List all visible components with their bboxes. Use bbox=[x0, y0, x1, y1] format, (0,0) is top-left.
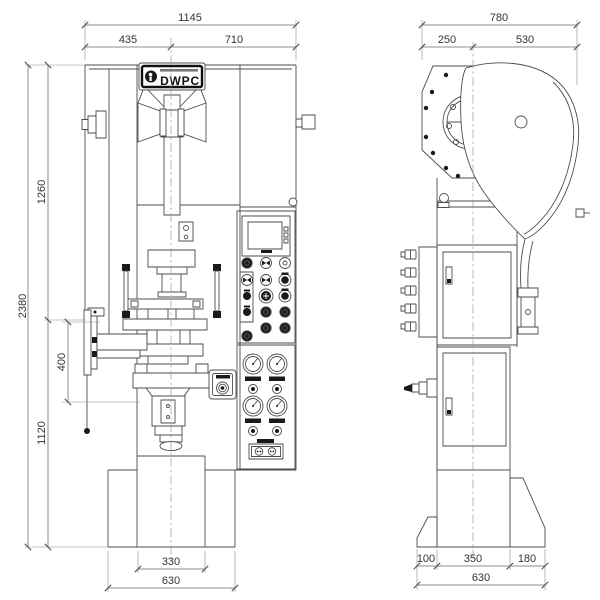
selector-switch bbox=[242, 275, 253, 286]
dim-front-feed-height: 400 bbox=[56, 353, 68, 371]
power-outlet bbox=[249, 444, 283, 459]
guide-rod-left bbox=[122, 264, 130, 318]
outlet-label bbox=[257, 439, 274, 443]
cushion-assembly bbox=[152, 396, 185, 426]
feed-mechanism bbox=[84, 308, 147, 434]
plate-button bbox=[243, 305, 251, 316]
logo-brand-text: DWPC bbox=[160, 74, 200, 88]
cabinet-door-lower bbox=[443, 353, 506, 446]
cabinet-upper bbox=[437, 245, 517, 345]
door-handle-lower bbox=[446, 398, 452, 415]
control-panel-upper bbox=[237, 211, 295, 343]
push-button bbox=[261, 323, 271, 333]
pressure-gauge bbox=[267, 396, 287, 416]
touch-display bbox=[242, 216, 290, 256]
side-body bbox=[401, 178, 545, 547]
dim-side-top-total: 780 bbox=[490, 12, 508, 24]
gauge-label bbox=[245, 418, 261, 423]
push-button bbox=[280, 307, 290, 317]
side-dimensions: 780 250 530 100 350 180 630 bbox=[417, 12, 577, 590]
front-view: DWPC 1145 435 710 2380 1260 1120 bbox=[17, 12, 315, 592]
dim-front-top-left: 435 bbox=[119, 34, 137, 46]
foot-right bbox=[510, 478, 545, 547]
guide-rod-right bbox=[213, 264, 221, 318]
dim-front-base-inner: 330 bbox=[162, 556, 180, 568]
die-stack bbox=[123, 222, 210, 451]
push-button bbox=[261, 307, 271, 317]
selector-switch bbox=[261, 258, 272, 269]
dim-front-height-upper: 1260 bbox=[36, 180, 48, 204]
display-screen bbox=[248, 222, 282, 249]
regulator-knob bbox=[273, 427, 282, 436]
push-button bbox=[280, 323, 290, 333]
valve-fitting bbox=[404, 379, 437, 397]
hose-connector bbox=[401, 322, 416, 331]
dim-front-base-outer: 630 bbox=[162, 575, 180, 587]
bolster-plate bbox=[133, 373, 210, 388]
emergency-knob bbox=[259, 289, 273, 303]
plate-button bbox=[243, 289, 251, 300]
side-base bbox=[417, 470, 545, 547]
gauge-label bbox=[269, 376, 285, 381]
cover-bolt bbox=[576, 209, 590, 217]
inching-knob-panel bbox=[209, 370, 236, 399]
dim-front-top-right: 710 bbox=[225, 34, 243, 46]
hose-connector bbox=[401, 250, 416, 259]
counter-box bbox=[179, 222, 193, 241]
lower-die-plate bbox=[123, 319, 207, 330]
front-dimensions: 1145 435 710 2380 1260 1120 400 330 bbox=[17, 12, 296, 592]
regulator-knob bbox=[249, 427, 258, 436]
cover-center-cap bbox=[515, 116, 527, 128]
indicator-ring bbox=[280, 258, 291, 269]
right-pulley-cone bbox=[184, 103, 206, 142]
pressure-gauge bbox=[267, 354, 287, 374]
dim-side-base-front: 100 bbox=[417, 553, 435, 565]
pressure-gauge bbox=[243, 354, 263, 374]
gauge-label bbox=[245, 376, 261, 381]
logo-small-text bbox=[160, 69, 198, 72]
dim-side-top-rear: 530 bbox=[516, 34, 534, 46]
cabinet-lower bbox=[437, 347, 510, 470]
push-button bbox=[242, 331, 252, 341]
pressure-gauge bbox=[243, 396, 263, 416]
push-button-ringed bbox=[279, 272, 291, 287]
cabinet-door-upper bbox=[443, 252, 511, 338]
door-handle-upper bbox=[446, 267, 452, 284]
push-button bbox=[242, 258, 252, 268]
push-button-ringed bbox=[279, 288, 291, 303]
eyebolt-front bbox=[289, 198, 297, 206]
dim-side-top-front: 250 bbox=[438, 34, 456, 46]
hose-connector bbox=[401, 304, 416, 313]
crankshaft-end-front bbox=[82, 111, 106, 138]
eyebolt-side bbox=[438, 194, 449, 208]
dim-side-base-outer: 630 bbox=[472, 572, 490, 584]
control-panel-lower bbox=[237, 345, 295, 469]
ram bbox=[148, 250, 195, 267]
foot-left bbox=[417, 517, 437, 547]
regulator-knob bbox=[273, 385, 282, 394]
flywheel-cover bbox=[461, 63, 590, 239]
dwpc-logo-plate: DWPC bbox=[139, 63, 205, 90]
upper-die-plate bbox=[125, 299, 203, 309]
dim-front-height-lower: 1120 bbox=[36, 421, 48, 445]
connector-panel bbox=[401, 247, 437, 337]
side-connector-box bbox=[296, 115, 315, 129]
gauge-label bbox=[269, 418, 285, 423]
punch-holder bbox=[162, 274, 181, 292]
dim-side-base-center: 350 bbox=[464, 553, 482, 565]
dim-front-top-total: 1145 bbox=[178, 12, 202, 24]
hose-connector bbox=[401, 268, 416, 277]
side-view: 780 250 530 100 350 180 630 bbox=[401, 12, 590, 590]
crank-bearing bbox=[518, 239, 538, 334]
dim-front-height-total: 2380 bbox=[17, 294, 29, 318]
dim-side-base-rear: 180 bbox=[518, 553, 536, 565]
hose-connector bbox=[401, 286, 416, 295]
regulator-knob bbox=[249, 385, 258, 394]
button-grid bbox=[240, 258, 291, 342]
pulley-assembly bbox=[138, 95, 206, 215]
left-pulley-cone bbox=[138, 103, 160, 142]
selector-switch bbox=[261, 275, 272, 286]
